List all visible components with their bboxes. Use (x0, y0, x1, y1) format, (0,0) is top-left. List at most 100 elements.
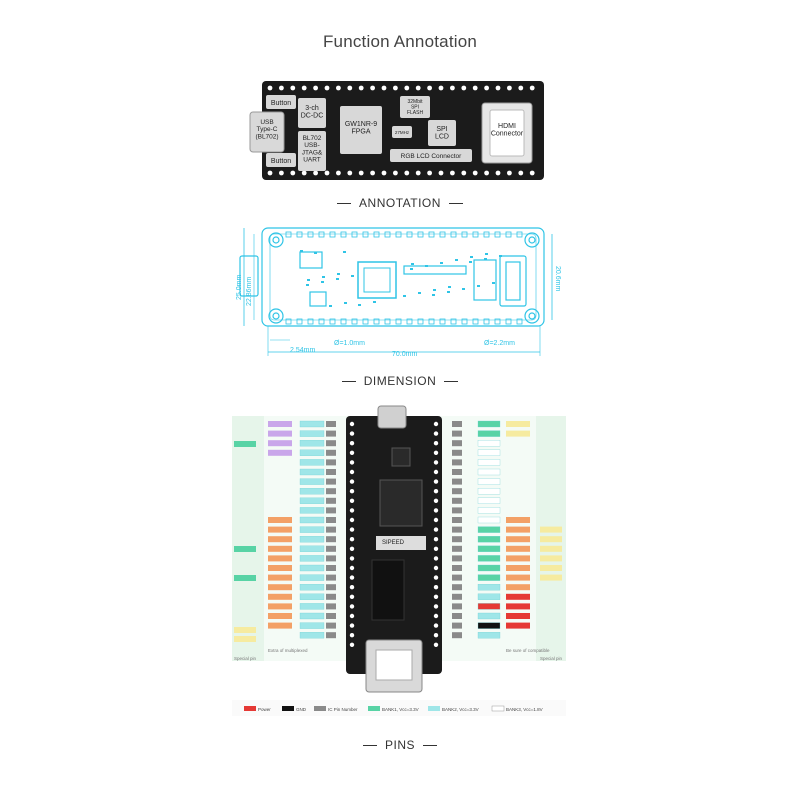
dim-pad (395, 318, 402, 325)
header-pin (393, 85, 398, 91)
pin-tag (477, 497, 501, 504)
pin-tag (268, 555, 292, 562)
dim-pad (340, 231, 347, 238)
dim-hole-large: Ø=2.2mm (484, 340, 515, 347)
header-pin (393, 170, 398, 176)
header-pin (290, 85, 296, 91)
pin-tag (540, 526, 562, 533)
pin-tag (477, 555, 501, 562)
header-pin (404, 85, 410, 91)
spi-lcd-connector (428, 120, 456, 146)
dim-pad (384, 318, 391, 325)
dim-pad (505, 231, 512, 238)
pin-tag (540, 536, 562, 543)
pin-tag (326, 545, 336, 552)
pin-tag (299, 526, 325, 533)
dim-pad (362, 231, 369, 238)
pin-tag (299, 440, 325, 447)
dim-smd-pad (469, 261, 472, 263)
dim-pad (395, 231, 402, 238)
dim-pad (483, 231, 490, 238)
dim-height-right: 20.6mm (554, 266, 561, 291)
dim-hdmi-outline (499, 255, 527, 307)
pin-tag (452, 622, 462, 629)
pin-tag (506, 517, 530, 523)
pin-tag (326, 469, 336, 475)
header-pin (450, 85, 455, 91)
header-pin (472, 170, 478, 176)
dim-smd-pad (448, 286, 451, 288)
pin-tag (452, 526, 462, 533)
pin-tag (506, 526, 530, 533)
pin-tag (452, 593, 462, 600)
pin-dot (433, 623, 439, 628)
dim-smd-pad (337, 273, 340, 275)
header-pin (381, 85, 387, 91)
pin-tag (452, 497, 462, 504)
pin-tag (326, 421, 336, 427)
pin-dot (433, 489, 439, 494)
dim-usb-outline (239, 255, 259, 297)
page-title: Function Annotation (322, 32, 478, 51)
pin-dot (433, 431, 439, 436)
pin-tag (299, 555, 325, 562)
dim-pad (285, 231, 292, 238)
pin-dot (349, 585, 355, 590)
pin-dot (349, 441, 355, 446)
header-pin (472, 85, 478, 91)
pin-dot (433, 479, 439, 484)
pin-tag (299, 632, 325, 639)
header-pins-top (267, 85, 535, 176)
pin-tag (452, 545, 462, 552)
pin-tag (268, 545, 292, 552)
pin-dot (349, 613, 355, 619)
pin-tag (299, 497, 325, 504)
dim-pad (307, 231, 314, 238)
pin-tag (452, 555, 462, 562)
pin-dot (433, 594, 439, 599)
dim-pad (296, 231, 303, 238)
dim-smd-pad (329, 305, 332, 307)
pin-tag (299, 468, 325, 476)
pin-dot (433, 421, 439, 427)
pin-tag (326, 507, 336, 514)
dim-smd-pad (462, 288, 465, 290)
pin-tag (506, 555, 530, 562)
dim-smd-pad (477, 285, 480, 287)
dim-smd-pad (358, 304, 361, 306)
dim-smd-pad (403, 295, 406, 297)
pin-tag (506, 613, 530, 619)
pin-tag (268, 603, 292, 610)
dim-smd-pad (307, 279, 310, 281)
pin-dot (433, 546, 439, 551)
header-pin (427, 170, 432, 176)
pin-tag (299, 420, 325, 428)
dim-pad (329, 318, 336, 325)
header-pin (518, 170, 524, 176)
annotation-section-label: ANNOTATION (0, 196, 800, 210)
pin-dot (349, 575, 355, 580)
dcdc-chip (298, 98, 326, 128)
pin-tag (506, 536, 530, 543)
pin-dot (349, 450, 355, 455)
dim-smd-pad (306, 284, 309, 286)
pin-tag (452, 469, 462, 475)
pin-tag (326, 555, 336, 562)
pin-dot (349, 623, 355, 628)
pin-dot (433, 498, 439, 503)
header-pin (279, 85, 284, 91)
header-pin (438, 85, 444, 91)
pin-tag (299, 430, 325, 437)
pin-tag (234, 441, 256, 447)
pin-tag (326, 430, 336, 437)
pin-tag (326, 584, 336, 591)
pin-dot (349, 527, 355, 532)
dim-pad (516, 231, 523, 238)
dim-smd-pad (470, 256, 473, 258)
header-pin (450, 170, 455, 176)
pin-tag (326, 497, 336, 504)
pin-tag (540, 574, 562, 581)
pin-dot (433, 565, 439, 571)
pin-tag (268, 440, 292, 447)
